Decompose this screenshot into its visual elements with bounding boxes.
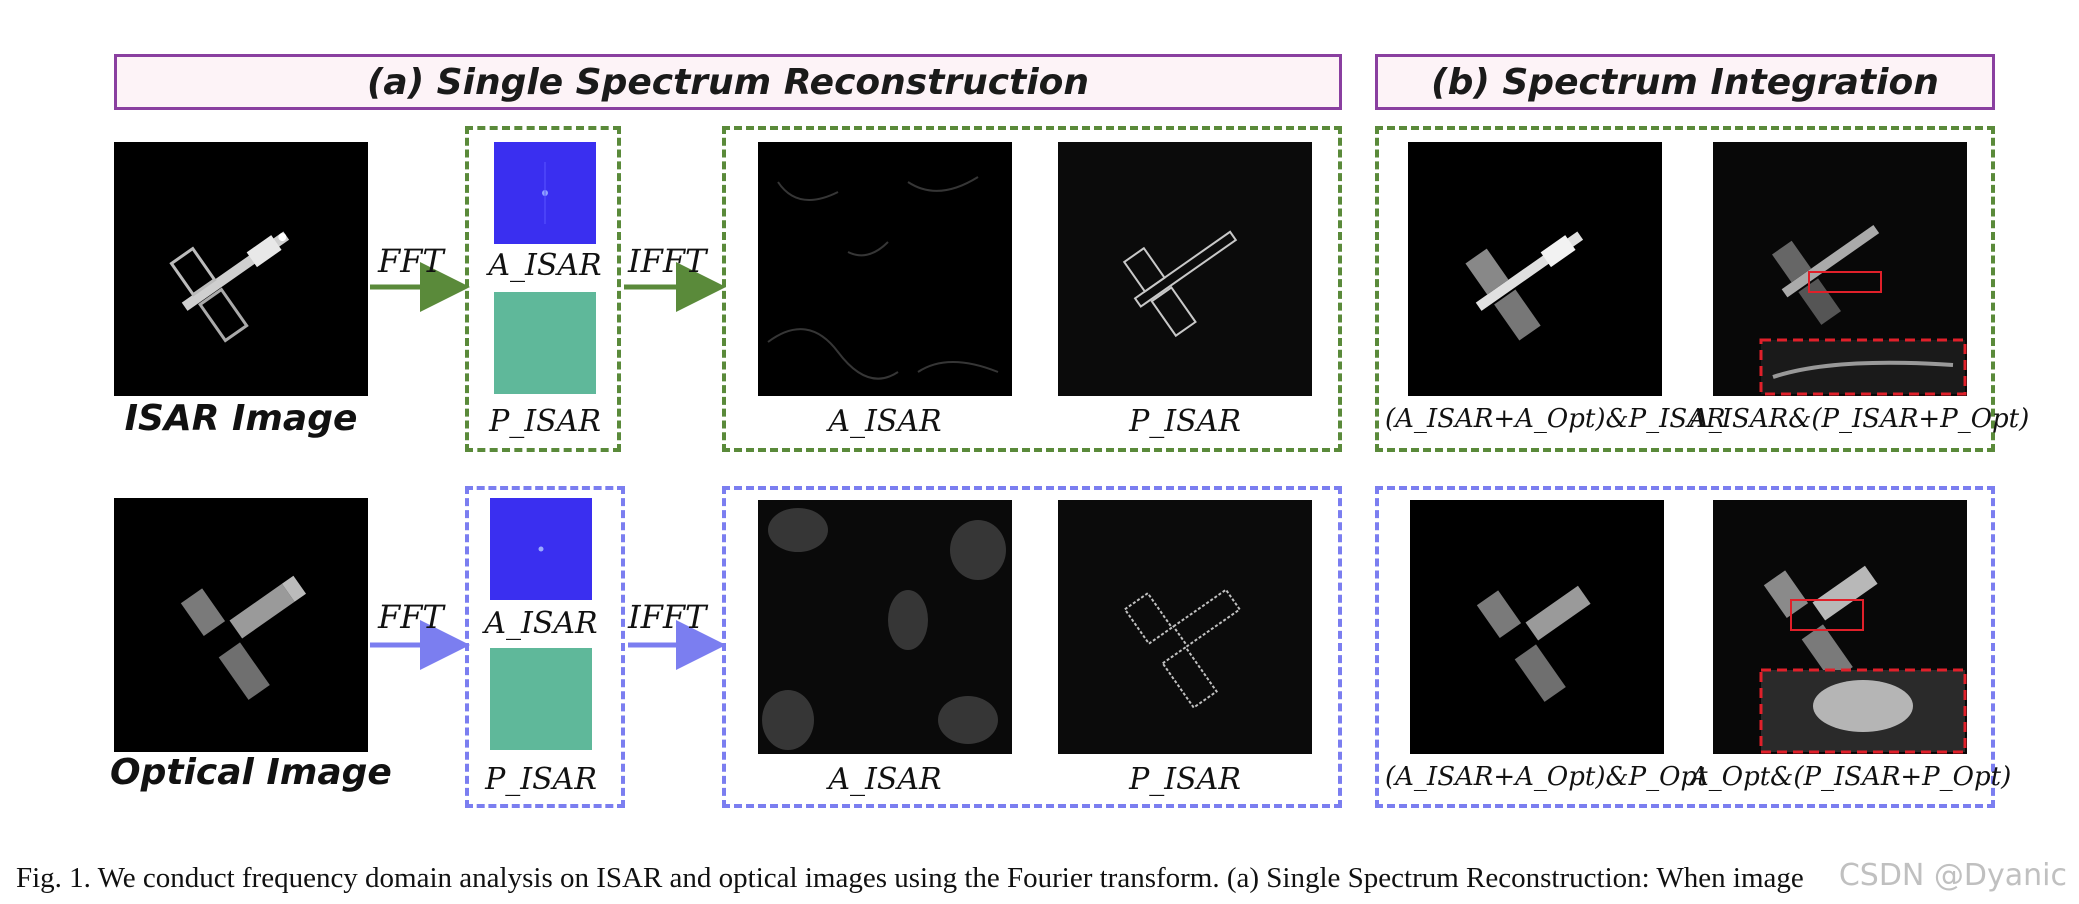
header-spectrum-integration: (b) Spectrum Integration bbox=[1375, 54, 1995, 110]
optical-recon-phase bbox=[1058, 500, 1312, 754]
isar-integration-image-2 bbox=[1713, 142, 1967, 396]
figure-caption: Fig. 1. We conduct frequency domain anal… bbox=[16, 862, 1804, 894]
ifft-label-isar: IFFT bbox=[628, 242, 707, 280]
integration-box-optical bbox=[1375, 486, 1995, 808]
ifft-label-optical: IFFT bbox=[628, 598, 707, 636]
optical-integration-image-1 bbox=[1410, 500, 1664, 754]
isar-integration-image-1 bbox=[1408, 142, 1662, 396]
isar-amp-label: A_ISAR bbox=[488, 248, 602, 283]
isar-integration-label-1: (A_ISAR+A_Opt)&P_ISAR bbox=[1385, 404, 1726, 434]
optical-phase-spectrum bbox=[490, 648, 592, 750]
isar-amplitude-spectrum bbox=[494, 142, 596, 244]
optical-integration-label-1: (A_ISAR+A_Opt)&P_Opt bbox=[1385, 762, 1708, 792]
isar-recon-phase-label: P_ISAR bbox=[1129, 404, 1241, 439]
optical-integration-image-2 bbox=[1713, 500, 1967, 754]
isar-image-label: ISAR Image bbox=[124, 398, 358, 439]
optical-integration-label-2: A_Opt&(P_ISAR+P_Opt) bbox=[1690, 762, 2012, 792]
optical-image-label: Optical Image bbox=[110, 752, 392, 793]
optical-recon-phase-label: P_ISAR bbox=[1129, 762, 1241, 797]
watermark: CSDN @Dyanic bbox=[1838, 858, 2067, 893]
isar-phase-label: P_ISAR bbox=[489, 404, 601, 439]
optical-amplitude-spectrum bbox=[490, 498, 592, 600]
isar-recon-amp-label: A_ISAR bbox=[828, 404, 942, 439]
fft-label-optical: FFT bbox=[378, 598, 444, 636]
isar-recon-phase bbox=[1058, 142, 1312, 396]
optical-phase-label: P_ISAR bbox=[485, 762, 597, 797]
optical-amp-label: A_ISAR bbox=[484, 606, 598, 641]
optical-recon-amp-label: A_ISAR bbox=[828, 762, 942, 797]
isar-recon-amplitude bbox=[758, 142, 1012, 396]
optical-recon-amplitude bbox=[758, 500, 1012, 754]
isar-phase-spectrum bbox=[494, 292, 596, 394]
header-single-spectrum: (a) Single Spectrum Reconstruction bbox=[114, 54, 1342, 110]
integration-box-isar bbox=[1375, 126, 1995, 452]
optical-input-image bbox=[114, 498, 368, 752]
isar-input-image bbox=[114, 142, 368, 396]
fft-label-isar: FFT bbox=[378, 242, 444, 280]
isar-integration-label-2: A_ISAR&(P_ISAR+P_Opt) bbox=[1690, 404, 2030, 434]
